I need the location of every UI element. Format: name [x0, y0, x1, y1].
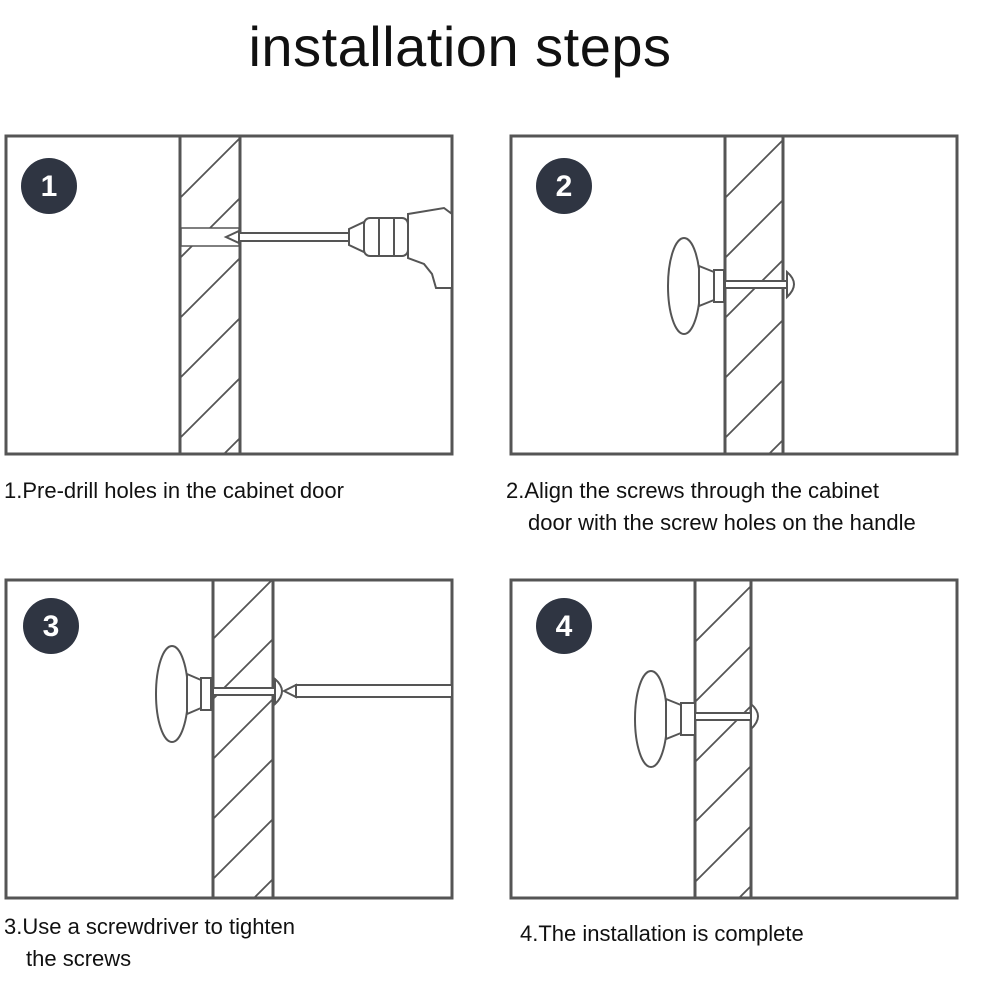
step-3-badge: 3	[23, 598, 79, 654]
door-cross-section	[693, 578, 753, 900]
step-2-caption: 2.Align the screws through the cabinet d…	[506, 478, 916, 535]
step-1-caption: 1.Pre-drill holes in the cabinet door	[4, 478, 344, 503]
step-2-illustration: 2	[509, 134, 959, 456]
knob-handle-icon	[634, 670, 696, 768]
svg-text:3: 3	[43, 610, 60, 643]
step-3-illustration: 3	[4, 578, 454, 900]
step-4-illustration: 4	[509, 578, 959, 900]
screwdriver-icon	[281, 683, 453, 699]
step-4-caption: 4.The installation is complete	[520, 921, 804, 946]
step-1-badge: 1	[21, 158, 77, 214]
screw-icon	[212, 676, 283, 707]
step-4-badge: 4	[536, 598, 592, 654]
screw-icon	[694, 701, 759, 732]
step-3-panel: 3	[4, 578, 454, 900]
step-2-panel: 2	[509, 134, 959, 456]
step-4-panel: 4	[509, 578, 959, 900]
svg-text:1: 1	[41, 170, 58, 203]
door-cross-section	[723, 134, 785, 456]
drill-icon	[223, 206, 453, 289]
step-2-badge: 2	[536, 158, 592, 214]
svg-text:2: 2	[556, 170, 573, 203]
screw-icon	[724, 269, 795, 300]
svg-text:4: 4	[556, 610, 573, 643]
door-cross-section	[211, 578, 275, 900]
step-1-illustration: 1	[4, 134, 454, 456]
knob-handle-icon	[667, 237, 725, 335]
knob-handle-icon	[155, 645, 212, 743]
step-3-caption: 3.Use a screwdriver to tighten the screw…	[4, 914, 296, 971]
step-1-panel: 1	[4, 134, 454, 456]
page-title: installation steps	[248, 15, 672, 78]
